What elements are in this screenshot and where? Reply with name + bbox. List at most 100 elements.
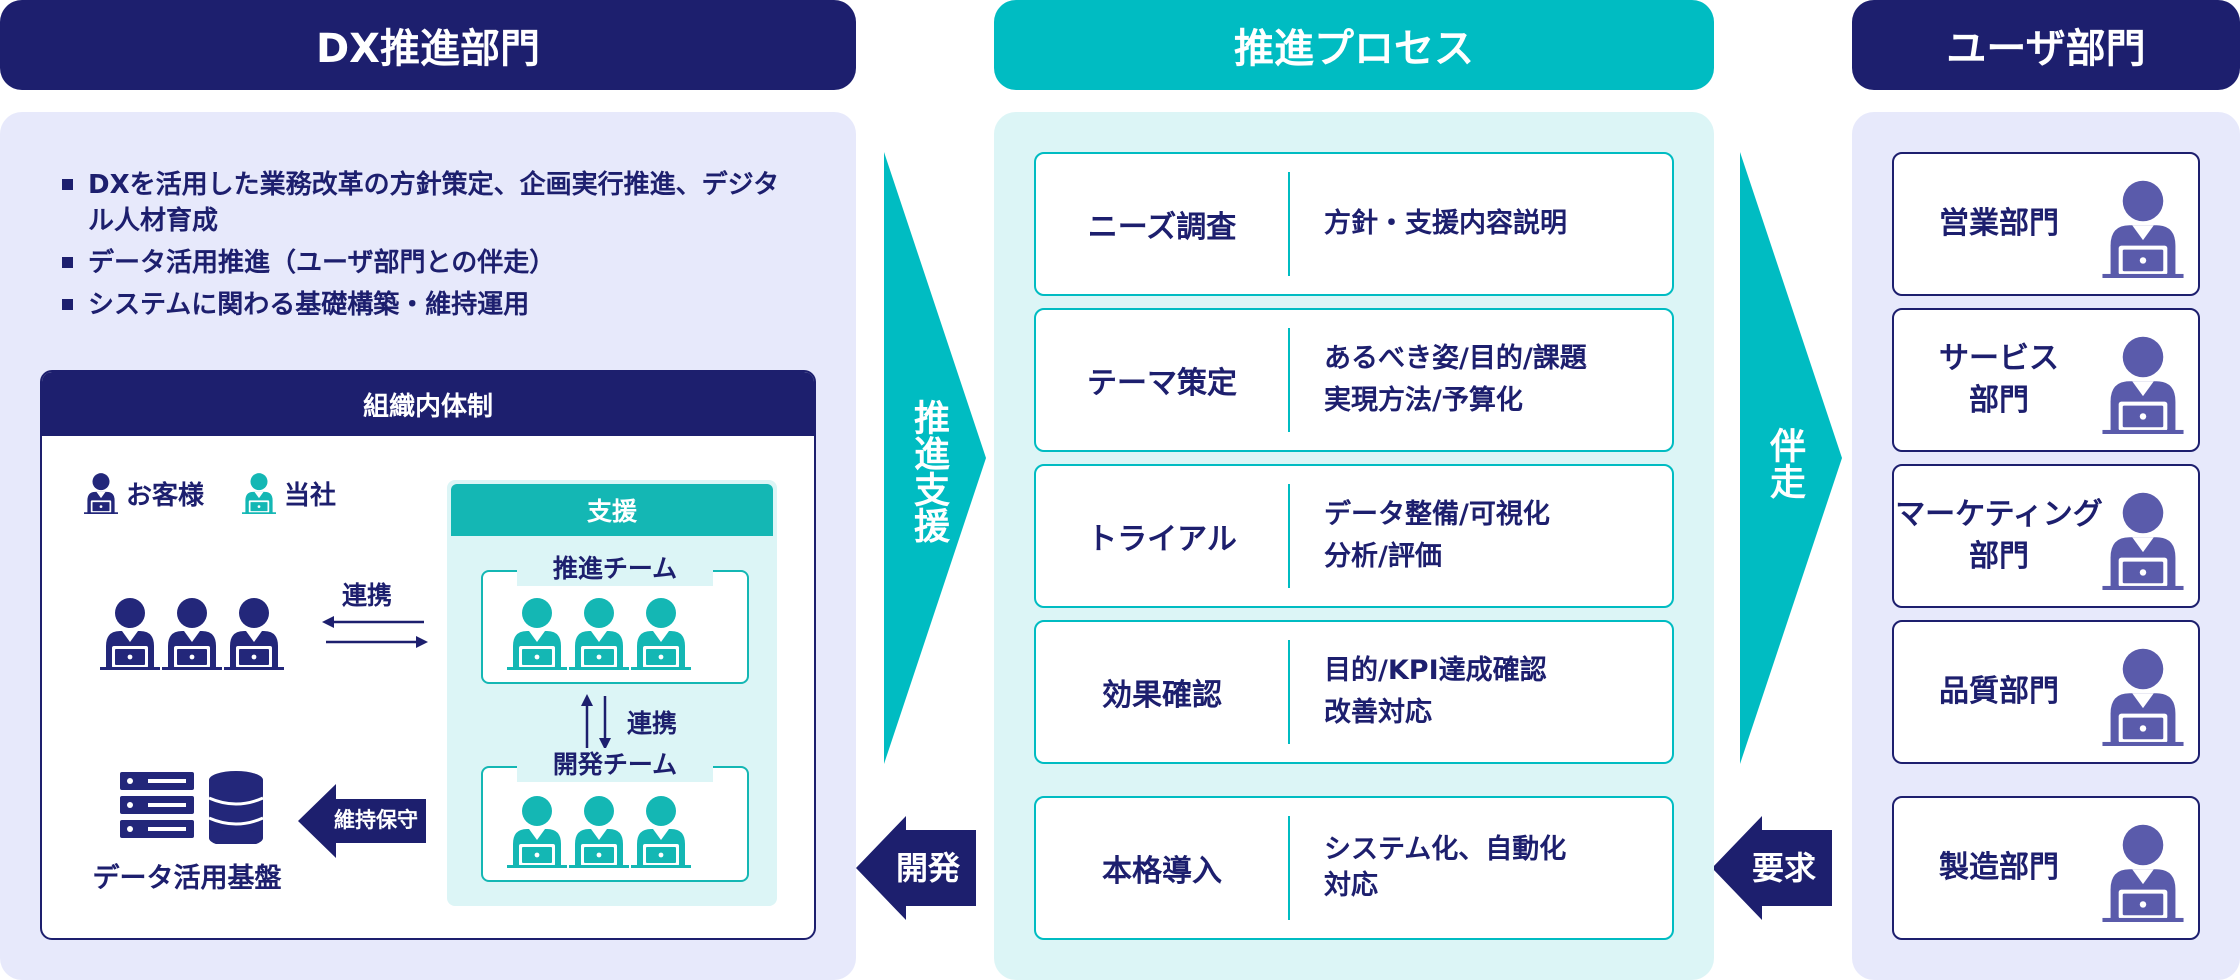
department-label: マーケティング部門 — [1894, 466, 2104, 606]
accompany-label: 伴走 — [1764, 427, 1805, 499]
support-title: 支援 — [451, 484, 773, 536]
department-box: マーケティング部門 — [1892, 464, 2200, 608]
department-name-line2: 部門 — [1968, 539, 2029, 574]
link-label: 連携 — [342, 581, 393, 610]
department-name: マーケティング — [1895, 497, 2103, 532]
promotion-team-label: 推進チーム — [517, 552, 713, 586]
customer-person-icon — [224, 596, 284, 670]
dx-role-item: システムに関わる基礎構築・維持運用 — [62, 287, 802, 323]
department-name: 営業部門 — [1939, 206, 2059, 241]
department-label: 営業部門 — [1894, 154, 2104, 294]
user-person-icon — [2102, 490, 2184, 590]
process-step-desc-line: 対応 — [1324, 870, 1378, 901]
user-person-icon — [2102, 822, 2184, 922]
process-step-desc: システム化、自動化 対応 — [1324, 798, 1662, 938]
process-step-desc-line: あるべき姿/目的/課題 — [1324, 343, 1587, 374]
team-member-icon — [631, 596, 691, 670]
team-member-icon — [631, 794, 691, 868]
accompany-arrow — [1740, 152, 1842, 764]
process-step-desc: あるべき姿/目的/課題 実現方法/予算化 — [1324, 310, 1662, 450]
department-name: 品質部門 — [1939, 674, 2059, 709]
request-label: 要求 — [1751, 849, 1816, 887]
department-label: 製造部門 — [1894, 798, 2104, 938]
team-member-icon — [507, 794, 567, 868]
user-person-icon — [2102, 646, 2184, 746]
process-step-desc-line: 分析/評価 — [1324, 541, 1442, 572]
link-label: 連携 — [627, 709, 678, 738]
vertical-link-arrow-icon — [581, 694, 611, 750]
process-step-desc-line: 方針・支援内容説明 — [1324, 208, 1567, 239]
company-legend-icon — [242, 472, 276, 514]
process-step-desc-line: 目的/KPI達成確認 — [1324, 655, 1547, 686]
process-step-name: 効果確認 — [1102, 678, 1222, 713]
process-step-desc-line: システム化、自動化 — [1324, 834, 1567, 865]
user-person-icon — [2102, 334, 2184, 434]
department-name: 製造部門 — [1939, 850, 2059, 885]
org-structure-title: 組織内体制 — [42, 372, 814, 436]
support-area: 支援 推進チーム 連携 開発チーム — [447, 480, 777, 906]
process-header: 推進プロセス — [994, 0, 1714, 90]
process-step-divider — [1288, 328, 1290, 432]
department-box: 製造部門 — [1892, 796, 2200, 940]
customer-person-icon — [100, 596, 160, 670]
bidirectional-arrow-icon — [322, 616, 428, 648]
department-label: 品質部門 — [1894, 622, 2104, 762]
customer-legend-icon — [84, 472, 118, 514]
process-title: 推進プロセス — [1234, 26, 1474, 72]
customer-person-icon — [162, 596, 222, 670]
promotion-team-box — [481, 570, 749, 684]
process-step: テーマ策定 あるべき姿/目的/課題 実現方法/予算化 — [1034, 308, 1674, 452]
department-box: 品質部門 — [1892, 620, 2200, 764]
customer-legend-label: お客様 — [126, 481, 205, 511]
process-step-desc: データ整備/可視化 分析/評価 — [1324, 466, 1662, 606]
develop-label: 開発 — [895, 849, 960, 887]
process-step: トライアル データ整備/可視化 分析/評価 — [1034, 464, 1674, 608]
process-step: ニーズ調査 方針・支援内容説明 — [1034, 152, 1674, 296]
process-step-divider — [1288, 172, 1290, 276]
department-name: サービス — [1939, 341, 2059, 376]
team-member-icon — [569, 596, 629, 670]
process-step-desc-line: 改善対応 — [1324, 697, 1432, 728]
development-team-label: 開発チーム — [517, 748, 713, 782]
team-member-icon — [569, 794, 629, 868]
process-step-desc: 方針・支援内容説明 — [1324, 154, 1662, 294]
user-department-header: ユーザ部門 — [1852, 0, 2240, 90]
process-step-name: 本格導入 — [1102, 854, 1222, 889]
process-step-name: テーマ策定 — [1087, 366, 1237, 401]
promote-support-arrow — [884, 152, 986, 764]
org-structure-box: 組織内体制 お客様 当社 連携 — [40, 370, 816, 940]
data-platform-label: データ活用基盤 — [92, 863, 282, 894]
dx-department-header: DX推進部門 — [0, 0, 856, 90]
maintain-label: 維持保守 — [334, 808, 418, 832]
process-step-name: ニーズ調査 — [1087, 210, 1237, 245]
company-legend-label: 当社 — [284, 481, 337, 511]
process-step-name: トライアル — [1087, 522, 1237, 557]
develop-arrow — [856, 816, 976, 920]
department-box: サービス部門 — [1892, 308, 2200, 452]
dx-department-panel: DXを活用した業務改革の方針策定、企画実行推進、デジタル人材育成 データ活用推進… — [0, 112, 856, 980]
user-department-panel: 営業部門 サービス部門 マーケティング部門 品質部門 製造部門 — [1852, 112, 2240, 980]
process-step-divider — [1288, 484, 1290, 588]
process-step-divider — [1288, 816, 1290, 920]
department-box: 営業部門 — [1892, 152, 2200, 296]
promote-support-label: 推進支援 — [908, 399, 949, 543]
dx-department-title: DX推進部門 — [315, 26, 541, 72]
dx-role-item: DXを活用した業務改革の方針策定、企画実行推進、デジタル人材育成 — [62, 167, 802, 239]
process-step: 本格導入 システム化、自動化 対応 — [1034, 796, 1674, 940]
dx-role-item: データ活用推進（ユーザ部門との伴走） — [62, 245, 802, 281]
process-step-divider — [1288, 640, 1290, 744]
user-department-title: ユーザ部門 — [1946, 26, 2146, 72]
user-person-icon — [2102, 178, 2184, 278]
server-database-icon — [120, 771, 264, 844]
maintain-arrow — [298, 784, 426, 858]
dx-role-list: DXを活用した業務改革の方針策定、企画実行推進、デジタル人材育成 データ活用推進… — [62, 167, 802, 329]
process-step-desc-line: データ整備/可視化 — [1324, 499, 1550, 530]
process-step-desc-line: 実現方法/予算化 — [1324, 385, 1523, 416]
process-step: 効果確認 目的/KPI達成確認 改善対応 — [1034, 620, 1674, 764]
team-member-icon — [507, 596, 567, 670]
department-name-line2: 部門 — [1969, 383, 2029, 418]
request-arrow — [1712, 816, 1832, 920]
development-team-box — [481, 766, 749, 882]
department-label: サービス部門 — [1894, 310, 2104, 450]
process-step-desc: 目的/KPI達成確認 改善対応 — [1324, 622, 1662, 762]
